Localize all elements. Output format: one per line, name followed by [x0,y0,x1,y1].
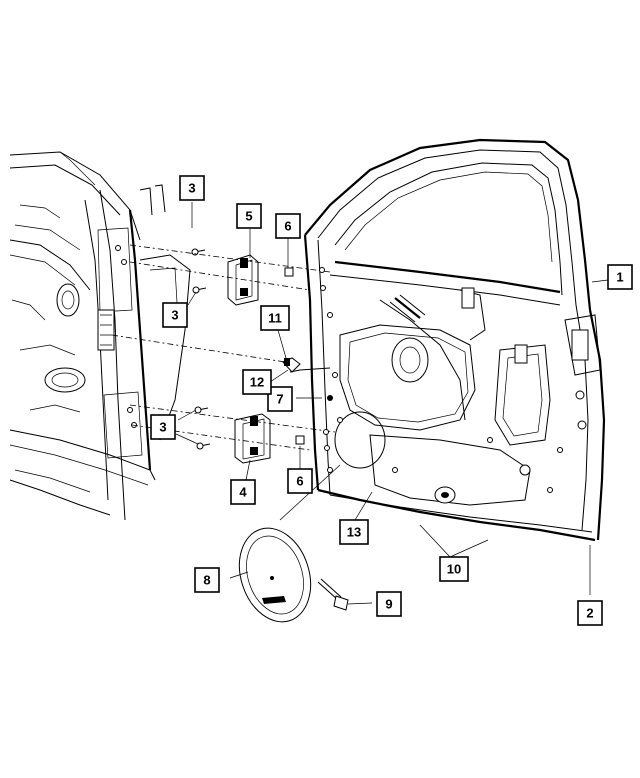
callout-13: 13 [339,519,369,545]
svg-text:12: 12 [250,375,264,390]
callout-6-top: 6 [275,213,301,239]
svg-text:3: 3 [188,181,195,196]
svg-text:7: 7 [276,392,283,407]
svg-text:3: 3 [159,420,166,435]
callout-4: 4 [230,479,256,505]
svg-text:5: 5 [245,209,252,224]
svg-text:3: 3 [171,308,178,323]
callout-6-bottom: 6 [287,468,313,494]
vehicle-body-illustration [9,151,191,521]
callout-12: 12 [242,369,272,395]
callout-11: 11 [260,305,290,331]
callout-10: 10 [439,556,469,582]
door-illustration [303,138,606,542]
hardware-illustration [111,244,336,464]
svg-text:1: 1 [616,270,623,285]
callout-8: 8 [194,567,220,593]
svg-text:9: 9 [385,597,392,612]
callout-9: 9 [376,591,402,617]
svg-text:10: 10 [447,562,461,577]
svg-text:6: 6 [296,474,303,489]
callout-2: 2 [577,600,603,626]
callout-3-middle: 3 [162,302,188,328]
callout-1: 1 [607,264,633,290]
speaker-illustration [238,527,349,623]
callout-5: 5 [236,203,262,229]
callout-7: 7 [267,386,293,412]
svg-text:11: 11 [268,311,282,326]
svg-text:13: 13 [347,525,361,540]
svg-text:6: 6 [284,219,291,234]
leader-lines [175,202,609,605]
callout-3-bottom: 3 [150,414,176,440]
svg-text:2: 2 [586,606,593,621]
svg-text:8: 8 [203,573,210,588]
svg-text:4: 4 [239,485,247,500]
callout-3-top: 3 [179,175,205,201]
